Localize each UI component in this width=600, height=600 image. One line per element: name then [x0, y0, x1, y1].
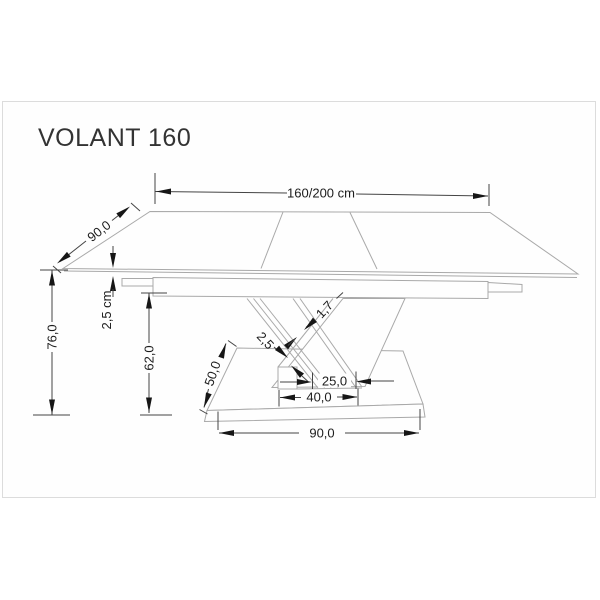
arrowhead	[404, 430, 419, 436]
leader	[301, 375, 309, 382]
arrowhead	[473, 193, 488, 199]
dim-top-length: 160/200 cm	[154, 173, 490, 206]
leaf-seam-left	[260, 211, 284, 269]
cross-panel-right-inner-edge	[277, 298, 334, 368]
apron-left-step	[121, 278, 154, 287]
dim-height-under-top: 62,0	[140, 292, 172, 416]
cross-panel-right-face	[270, 298, 406, 389]
arrowhead	[280, 394, 295, 401]
arrowhead	[49, 399, 55, 415]
arrowhead	[110, 276, 116, 291]
apron-right-step	[487, 281, 523, 293]
arrowhead	[218, 343, 226, 359]
dim-foot-span-inner: 25,0	[280, 371, 394, 389]
content-panel: VOLANT 160	[2, 101, 596, 498]
ext-tick	[199, 409, 208, 415]
dim-label-top-thickness: 2,5 cm	[99, 290, 114, 329]
dim-foot-span-outer: 40,0	[278, 388, 359, 407]
arrowhead	[49, 270, 55, 286]
tabletop-bottom-edge	[63, 270, 578, 278]
pedestal-foot-bottom	[296, 387, 363, 390]
tabletop	[61, 210, 580, 278]
dim-label-foot-span-inner: 25,0	[322, 374, 347, 389]
dim-label-height-under-top: 62,0	[142, 345, 157, 370]
tabletop-surface	[61, 210, 580, 275]
cross-panel-left-edge1	[246, 298, 319, 389]
arrowhead	[204, 392, 212, 408]
drawing-title: VOLANT 160	[38, 124, 192, 152]
pedestal-foot-left	[277, 366, 298, 390]
leader	[336, 292, 344, 299]
arrowhead	[219, 430, 234, 436]
dim-line	[355, 193, 489, 197]
dim-height-total: 76,0	[33, 269, 70, 416]
cross-panel-left-edge4	[292, 298, 356, 388]
arrowhead	[274, 345, 288, 358]
arrowhead	[356, 378, 371, 385]
arrowhead	[116, 206, 130, 219]
arrowhead	[146, 293, 152, 309]
arrowhead	[110, 253, 116, 268]
apron	[121, 276, 523, 300]
cross-panel-left-edge5	[299, 298, 363, 388]
label-halo	[318, 373, 351, 388]
dim-base-width: 90,0	[217, 409, 421, 441]
arrowhead	[297, 379, 312, 385]
apron-main	[152, 276, 489, 300]
leaf-seam-right	[349, 212, 378, 270]
dim-label-top-length: 160/200 cm	[287, 186, 355, 201]
pedestal-x	[246, 298, 406, 390]
ext-tick	[130, 202, 141, 212]
base-front-face	[203, 403, 426, 423]
dim-top-thickness: 2,5 cm	[99, 246, 116, 330]
arrowhead	[57, 251, 71, 264]
arrowhead	[342, 394, 358, 400]
arrowhead	[146, 397, 152, 413]
leader	[287, 338, 296, 346]
arrowhead	[156, 188, 171, 195]
cross-panel-left-edge3	[259, 298, 332, 389]
arrowhead	[291, 365, 305, 378]
dim-label-height-total: 76,0	[45, 324, 60, 349]
dim-label-base-width: 90,0	[309, 426, 334, 441]
dim-line	[154, 191, 288, 194]
dim-label-foot-span-outer: 40,0	[306, 390, 331, 405]
ext-tick	[227, 340, 237, 347]
arrowhead	[304, 317, 318, 330]
